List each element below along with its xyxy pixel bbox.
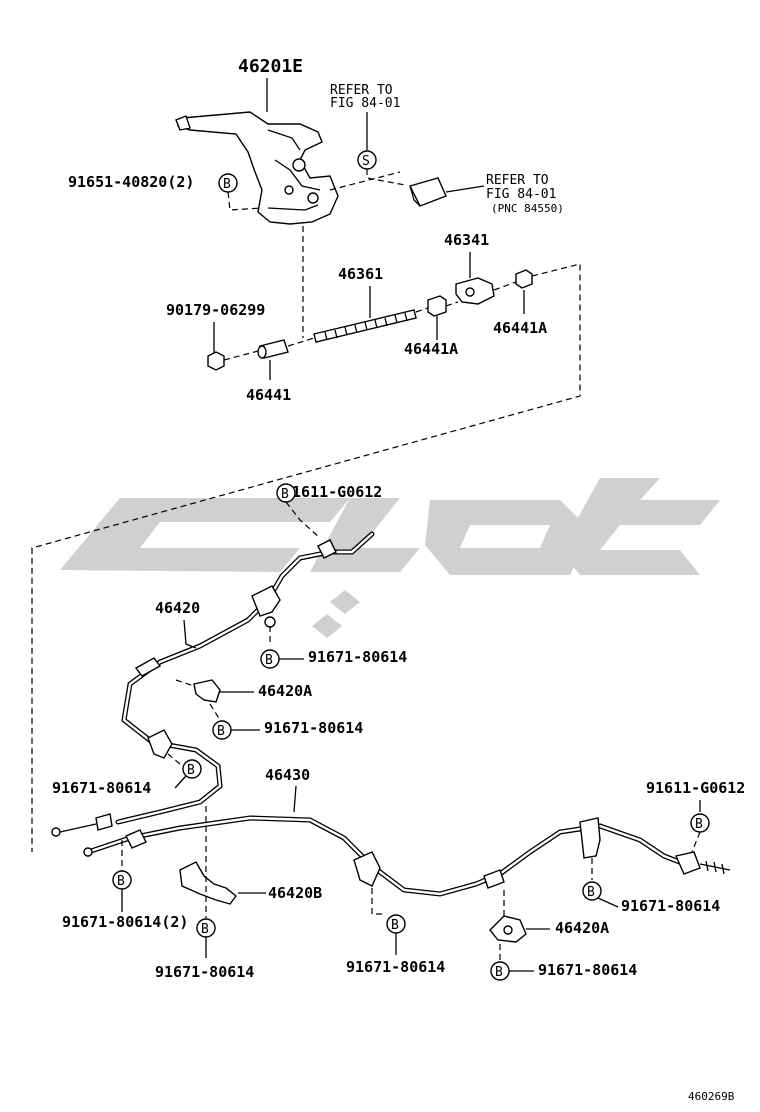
- cushion-part-1: [427, 295, 447, 317]
- bolt-marker: B: [182, 759, 202, 779]
- connector-part: [408, 177, 447, 207]
- label-bolt-f: 91671-80614: [155, 963, 254, 981]
- bolt-marker: B: [196, 918, 216, 938]
- bolt-marker: B: [490, 961, 510, 981]
- label-adjust-nut: 46441: [246, 386, 291, 404]
- bolt-marker: B: [112, 870, 132, 890]
- label-lever-assy: 46201E: [238, 56, 303, 77]
- label-bracket-a: 46420A: [258, 682, 312, 700]
- bolt-marker: B: [690, 813, 710, 833]
- watermark-logo: [60, 478, 720, 638]
- label-bolt-lever: 91651-40820(2): [68, 173, 194, 191]
- front-cable: [51, 531, 375, 837]
- svg-text:B: B: [695, 817, 703, 832]
- screw-marker: S: [357, 150, 377, 170]
- bracket-b-part: [179, 861, 237, 905]
- label-bolt-rear: 91611-G0612: [646, 779, 745, 797]
- label-cable-no2: 46430: [265, 766, 310, 784]
- label-bolt-b: 91671-80614: [264, 719, 363, 737]
- bolt-marker: B: [260, 649, 280, 669]
- label-cable-no3: 46420: [155, 599, 200, 617]
- svg-text:B: B: [391, 918, 399, 933]
- adjust-rod: [313, 309, 417, 343]
- svg-text:B: B: [265, 653, 273, 668]
- svg-text:B: B: [223, 177, 231, 192]
- svg-text:B: B: [217, 724, 225, 739]
- cushion-part-2: [515, 269, 533, 289]
- label-nut: 90179-06299: [166, 301, 265, 319]
- refer-right-line2: FIG 84-01: [486, 187, 556, 202]
- rear-cable: [83, 815, 731, 897]
- adjust-nut-part: [257, 339, 289, 359]
- svg-text:B: B: [187, 763, 195, 778]
- label-cushion-2: 46441A: [493, 319, 547, 337]
- refer-right-line1: REFER TO: [486, 173, 549, 188]
- label-bolt-c: 91671-80614: [52, 779, 151, 797]
- lever-assembly: [175, 111, 339, 225]
- bracket-a2-part: [489, 915, 527, 943]
- bolt-marker: B: [212, 720, 232, 740]
- diagram-code: 460269B: [688, 1090, 735, 1103]
- label-bolt-h: 91671-80614: [538, 961, 637, 979]
- bolt-marker: B: [582, 881, 602, 901]
- bolt-marker: B: [386, 914, 406, 934]
- label-bolt-a: 91671-80614: [308, 648, 407, 666]
- svg-text:B: B: [495, 965, 503, 980]
- refer-right-line3: (PNC 84550): [491, 202, 564, 215]
- label-cushion-1: 46441A: [404, 340, 458, 358]
- label-bolt-d: 91671-80614: [621, 897, 720, 915]
- refer-top-line1: REFER TO: [330, 83, 393, 98]
- bolt-marker: B: [218, 173, 238, 193]
- bolt-marker: B: [276, 483, 296, 503]
- label-bracket-b: 46420B: [268, 884, 322, 902]
- equalizer-part: [455, 277, 495, 305]
- label-rod: 46361: [338, 265, 383, 283]
- refer-top-line2: FIG 84-01: [330, 96, 400, 111]
- nut-part: [207, 351, 225, 371]
- label-equalizer: 46341: [444, 231, 489, 249]
- svg-text:B: B: [281, 487, 289, 502]
- label-bolt-front: 91611-G0612: [283, 483, 382, 501]
- label-bracket-a2: 46420A: [555, 919, 609, 937]
- bracket-a-part: [193, 679, 221, 703]
- label-bolt-e: 91671-80614(2): [62, 913, 188, 931]
- svg-text:S: S: [362, 154, 370, 169]
- label-bolt-g: 91671-80614: [346, 958, 445, 976]
- svg-text:B: B: [587, 885, 595, 900]
- svg-text:B: B: [201, 922, 209, 937]
- svg-text:B: B: [117, 874, 125, 889]
